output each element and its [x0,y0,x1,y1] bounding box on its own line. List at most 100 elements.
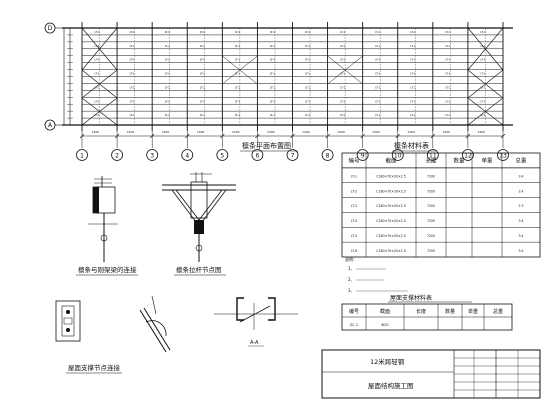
purlin-tag: LT-1 [305,99,310,103]
purlin-tag: LT-1 [235,58,240,62]
brace-table-cell: SC-1 [350,323,358,327]
project-name: 12米跨轻钢 [370,357,405,366]
purlin-plan-grid [62,22,513,148]
purlin-tag: LT-1 [130,72,135,76]
purlin-tag: LT-1 [130,99,135,103]
purlin-table-cell: 2.3 [518,204,523,208]
purlin-tag: LT-1 [410,30,415,34]
notes-title: 说明： [345,256,357,262]
bay-dimension: 7200 [197,130,205,134]
brace-table-header: 截面 [380,308,390,315]
detail-roof-brace: 屋面支撑节点连接 [55,295,171,374]
axis-bubble [216,149,229,161]
purlin-table-header: 单重 [481,157,493,165]
brace-table-header: 总重 [493,308,503,315]
purlin-tag: LT-1 [445,30,450,34]
purlin-tag: LT-1 [235,72,240,76]
axis-number: 10 [394,153,402,160]
purlin-table-cell: LT-5 [351,234,357,238]
detail-2-title: 檩条拉杆节点图 [176,265,222,274]
purlin-tag: LT-1 [445,58,450,62]
axis-number: 7 [291,153,295,160]
bay-dimension: 7200 [337,130,345,134]
detail-3-title: 屋面支撑节点连接 [68,363,121,372]
brace-table-header: 长度 [416,308,426,315]
bay-dimension: 7200 [302,130,310,134]
bay-dimension: 7200 [372,130,380,134]
purlin-tag: LT-1 [95,72,100,76]
purlin-tag: LT-1 [130,85,135,89]
bay-dimension: 7200 [232,130,240,134]
purlin-table-cell: 7200 [427,204,435,208]
brace-table-cell: Φ20 [381,323,388,327]
purlin-tag: LT-1 [375,99,380,103]
purlin-tag: LT-1 [130,58,135,62]
purlin-tag: LT-1 [270,30,275,34]
note-line-2: 2、 [348,277,355,282]
axis-bubble [321,149,334,161]
detail-1-title: 檩条与刚架梁的连接 [78,265,137,274]
purlin-table-cell: 7200 [427,175,435,179]
bay-dimension: 7200 [92,130,100,134]
purlin-table-cell: 7200 [427,219,435,223]
purlin-tag: LT-1 [165,113,170,117]
purlin-table-title: 檩条材料表 [394,141,429,150]
row-bubble [44,119,56,131]
purlin-tag: LT-1 [270,85,275,89]
brace-table-title: 屋面支撑材料表 [390,294,432,302]
purlin-tag: LT-1 [200,58,205,62]
purlin-tag: LT-1 [305,85,310,89]
section-label: A-A [250,340,259,346]
row-letter: A [48,122,53,129]
row-bubble [44,22,56,34]
purlin-tag: LT-1 [410,58,415,62]
axis-bubble [76,149,88,161]
purlin-tag: LT-1 [95,85,100,89]
axis-bubble [286,149,299,161]
purlin-tag: LT-1 [410,72,415,76]
axis-number: 9 [361,153,365,160]
purlin-tag: LT-1 [270,113,275,117]
purlin-tag: LT-1 [480,44,485,48]
purlin-tag: LT-1 [235,30,240,34]
axis-bubble [426,149,439,161]
purlin-tag: LT-1 [200,44,205,48]
purlin-table-cell: C180×70×20×2.5 [376,249,406,253]
purlin-tag: LT-1 [410,85,415,89]
purlin-table-cell: 3.4 [518,219,523,223]
purlin-table-header: 截面 [385,157,397,165]
purlin-table-cell: 7200 [427,249,435,253]
purlin-tag: LT-1 [375,113,380,117]
axis-number: 6 [256,153,260,160]
purlin-tag: LT-1 [375,30,380,34]
drawing-name: 屋面结构施工图 [368,381,414,390]
purlin-tag: LT-1 [130,44,135,48]
purlin-tag: LT-1 [200,30,205,34]
purlin-tag: LT-1 [340,99,345,103]
purlin-tag: LT-1 [95,58,100,62]
purlin-table-cell: LT-2 [351,189,357,193]
purlin-tag: LT-1 [410,99,415,103]
purlin-tag: LT-1 [480,58,485,62]
purlin-tag: LT-1 [445,99,450,103]
axis-number: 2 [115,153,119,160]
purlin-tag: LT-1 [270,44,275,48]
purlin-tag: LT-1 [480,30,485,34]
purlin-table-cell: 3.4 [518,189,523,193]
purlin-tag: LT-1 [445,44,450,48]
purlin-tag: LT-1 [445,85,450,89]
purlin-tag: LT-1 [165,85,170,89]
axis-bubble [111,149,123,161]
purlin-table-cell: LT-1 [351,175,357,179]
purlin-table-cell: LT-4 [351,219,357,223]
bay-dimension: 7200 [442,130,450,134]
axis-number: 11 [429,153,437,160]
purlin-table-cell: LT-6 [351,249,357,253]
purlin-table-cell: C180×70×20×2.5 [376,234,406,238]
purlin-tag: LT-1 [340,30,345,34]
note-line-3: 3、 [348,288,355,293]
purlin-tag: LT-1 [340,85,345,89]
purlin-tag: LT-1 [235,99,240,103]
